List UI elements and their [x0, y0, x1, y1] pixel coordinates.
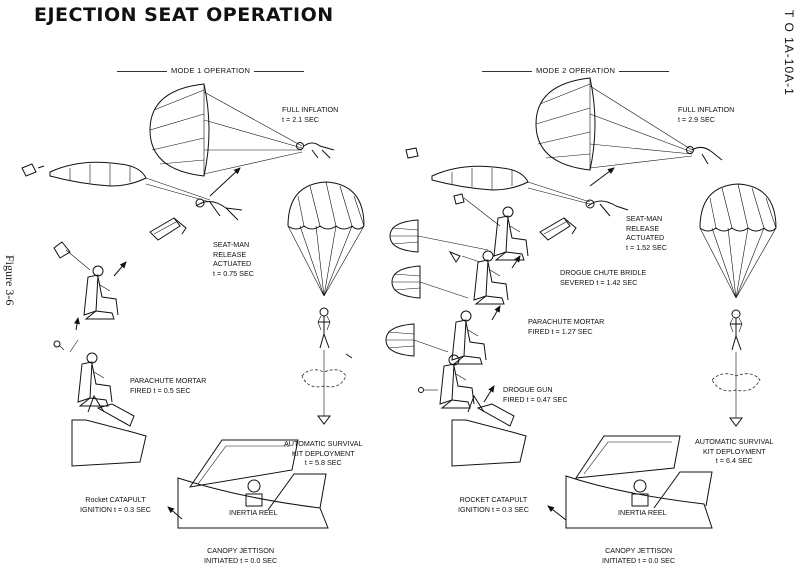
page-title: EJECTION SEAT OPERATION [34, 4, 334, 26]
mode-2-drogue-chute-2 [391, 265, 421, 299]
mode-2-survival-kit-raft [711, 373, 761, 392]
mode-2-jettisoned-canopy [574, 435, 681, 479]
mode-2-inertia-reel-label: INERTIA REEL [618, 508, 667, 517]
mode-1-inertia-reel-label: INERTIA REEL [229, 508, 278, 517]
mode-2-seat-bridle-severed [493, 206, 529, 261]
mode-2-fuselage [565, 475, 713, 529]
mode-2-panel [385, 77, 777, 529]
figure-label: Figure 3-6 [3, 255, 17, 306]
mode-1-descending-crewman [317, 307, 331, 349]
mode-2-descending-crewman [729, 309, 743, 351]
mode-1-heading: MODE 1 OPERATION [113, 66, 308, 75]
mode-2-seat-ejecting [439, 354, 475, 409]
mode-2-descent-canopy [699, 183, 777, 232]
mode-1-jettisoned-canopy [188, 439, 299, 488]
mode-2-streamer-chute [431, 165, 529, 191]
mode-1-seat-mortar [83, 265, 119, 320]
mode-1-panel [21, 83, 365, 529]
mode-2-drogue-chute-3 [389, 219, 419, 253]
mode-2-released-seat [539, 217, 577, 241]
mode-1-descent-canopy [287, 181, 365, 230]
mode-1-streamer-chute [49, 161, 147, 187]
mode-1-full-inflation-canopy [149, 83, 210, 177]
mode-2-heading: MODE 2 OPERATION [478, 66, 673, 75]
mode-2-cockpit [451, 395, 527, 467]
mode-1-survival-kit-raft [301, 369, 347, 388]
mode-2-seat-mortar [473, 250, 509, 305]
mode-2-full-inflation-canopy [535, 77, 596, 171]
mode-1-released-seat [149, 217, 187, 241]
document-number: T O 1A-10A-1 [782, 10, 796, 96]
mode-2-drogue-chute-1 [385, 323, 415, 357]
